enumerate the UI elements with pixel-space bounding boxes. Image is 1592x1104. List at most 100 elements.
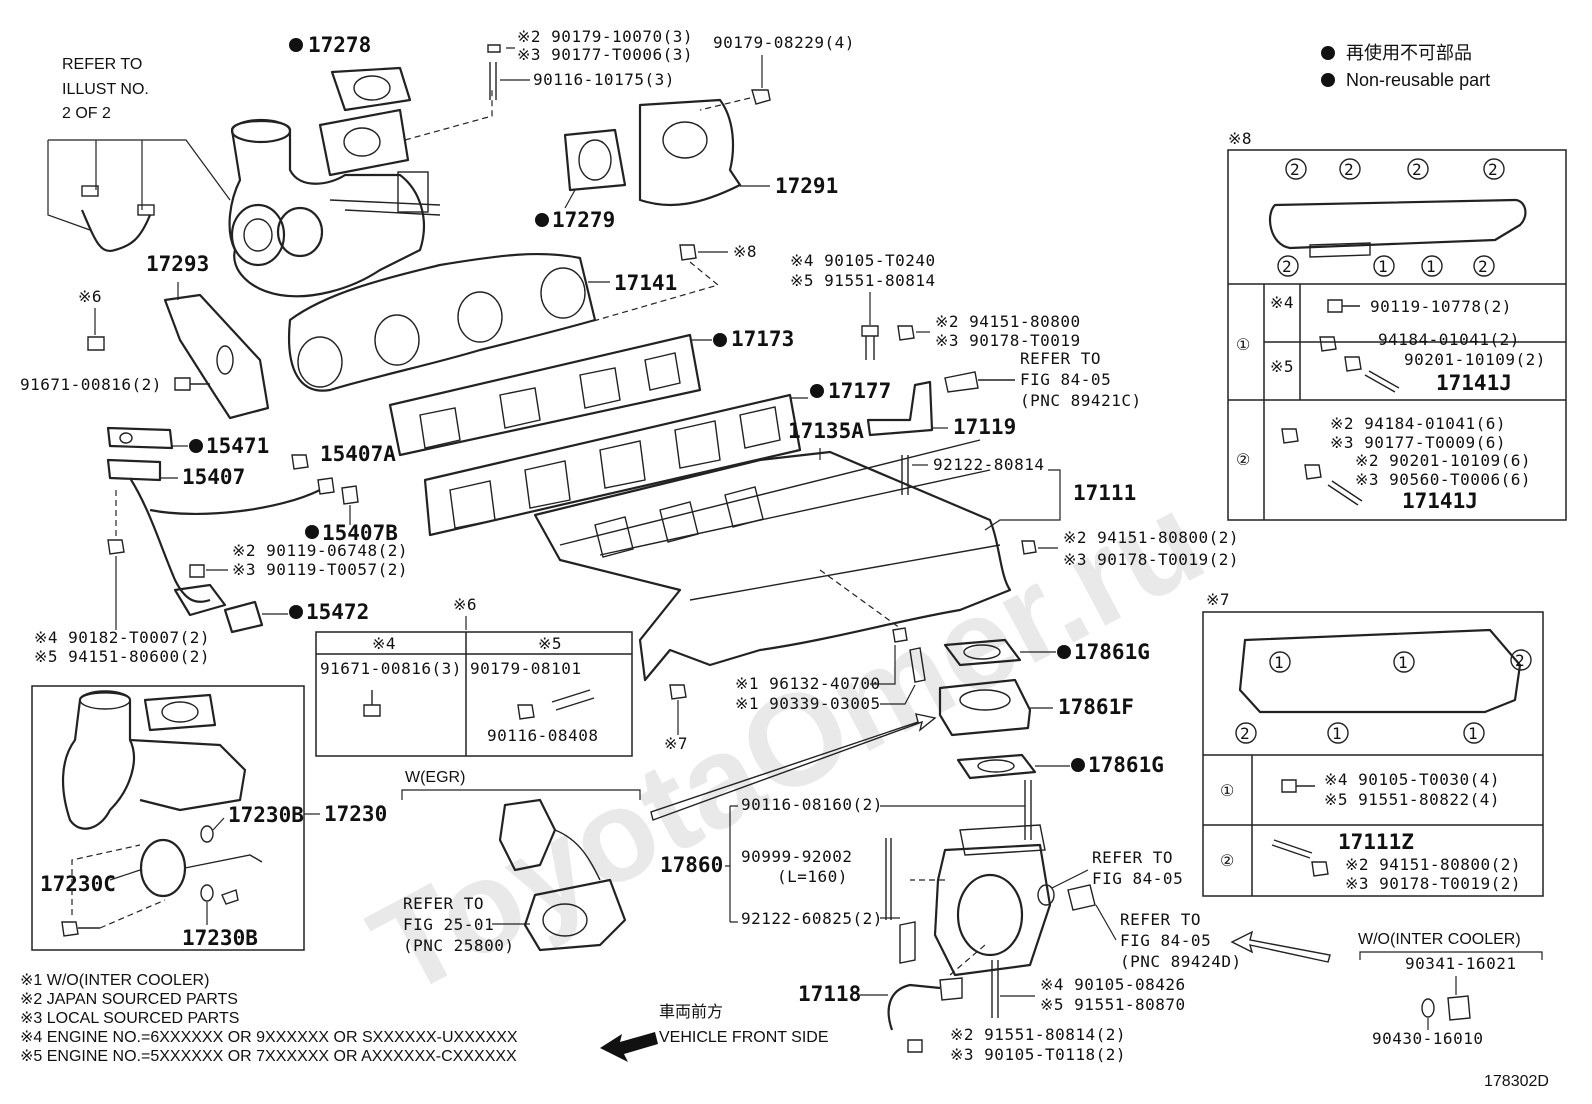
nonreusable-dot-icon	[289, 605, 303, 619]
box8-manifold	[1268, 198, 1527, 250]
bolt-icon	[363, 690, 381, 717]
refer-84d: FIG 84-05	[1120, 931, 1211, 950]
arrow-woic-icon	[1230, 930, 1331, 963]
leader	[725, 805, 738, 923]
part-17279-label: 17279	[552, 208, 615, 232]
gasket-hole	[578, 139, 612, 181]
actuator-rod	[184, 854, 263, 869]
bolt-icon	[291, 454, 309, 470]
label-t14a: ※1 96132-40700	[735, 674, 881, 693]
box7-row2a: 17111Z	[1338, 830, 1414, 854]
bolt-icon	[1327, 299, 1360, 313]
box8-row2-mark: ②	[1236, 450, 1251, 469]
leader	[212, 817, 225, 831]
elbow-17291	[638, 98, 742, 207]
bolt-icon	[991, 960, 999, 1018]
leader-dash	[71, 844, 166, 929]
part-17861G-bottom-label: 17861G	[1088, 753, 1164, 777]
table6-c2b: 90116-08408	[487, 726, 598, 745]
label-t6: 91671-00816(2)	[20, 375, 162, 394]
nut-icon	[1344, 356, 1362, 372]
svg-text:2: 2	[1290, 160, 1300, 179]
wegr-bracket	[401, 789, 641, 800]
turbo-box	[31, 685, 305, 951]
label-t9c: (PNC 89421C)	[1020, 391, 1142, 410]
box7-tag: ※7	[1206, 590, 1230, 609]
stud-icon	[1327, 480, 1363, 506]
pipe-icon	[909, 647, 926, 683]
part-17230B-bottom-label: 17230B	[182, 926, 258, 950]
turbo-outlet	[143, 693, 217, 732]
box7-row1b: ※5 91551-80822(4)	[1324, 790, 1500, 809]
throttle-bore	[956, 873, 1024, 957]
nonreusable-dot-icon	[305, 525, 319, 539]
stud-icon	[1271, 839, 1313, 859]
label-t5: ※6	[78, 287, 102, 306]
leader	[1051, 869, 1089, 889]
svg-text:1: 1	[1426, 257, 1436, 276]
turbocharger-drawing	[228, 108, 441, 298]
part-17278-label: 17278	[308, 33, 371, 57]
bolt-icon	[907, 1039, 923, 1053]
part-15407B-label: 15407B	[322, 521, 398, 545]
gasket-hole	[119, 432, 133, 444]
nut-icon	[1304, 464, 1322, 480]
label-t16: ※6	[453, 595, 477, 614]
box8-row1a: 90119-10778(2)	[1370, 297, 1512, 316]
leader-dash	[819, 569, 901, 629]
label-t4: ※8	[733, 242, 757, 261]
figure-id: 178302D	[1484, 1073, 1549, 1090]
refer-84c: REFER TO	[1120, 910, 1201, 929]
bracket-slot	[216, 345, 234, 375]
egr-body	[523, 878, 627, 952]
gasket-ports	[449, 406, 781, 529]
box8-row1b2: 90201-10109(2)	[1404, 350, 1546, 369]
svg-text:1: 1	[1332, 724, 1342, 743]
gasket-17861G-bottom	[956, 753, 1037, 780]
part-17135A-label: 17135A	[788, 419, 864, 443]
leader	[870, 645, 916, 705]
legend-jp: 再使用不可部品	[1346, 43, 1472, 63]
gasket-17279	[563, 128, 627, 192]
box7-row1-mark: ①	[1220, 781, 1235, 800]
refer-25a: REFER TO	[403, 894, 484, 913]
footnote-4: ※4 ENGINE NO.=6XXXXXX OR 9XXXXXX OR SXXX…	[20, 1029, 518, 1046]
bolt-icon	[1281, 779, 1315, 793]
label-t13a: ※4 90182-T0007(2)	[34, 628, 210, 647]
part-17291-label: 17291	[775, 174, 838, 198]
part-17118-label: 17118	[798, 982, 861, 1006]
clip-icon	[200, 884, 214, 902]
label-t20b: ※5 91551-80870	[1040, 995, 1186, 1014]
part-17230B-top-label: 17230B	[228, 803, 304, 827]
label-t2: 90116-10175(3)	[533, 70, 675, 89]
pipe-fitting	[939, 977, 963, 1001]
manifold-17141	[288, 252, 597, 392]
gasket-17173	[388, 333, 702, 457]
clip-part	[137, 204, 155, 216]
leader-dash	[404, 90, 493, 141]
turbo-body	[129, 738, 247, 812]
turbo-housing	[62, 691, 135, 830]
bolt-icon	[87, 336, 105, 351]
legend-dot-icon	[1321, 73, 1335, 87]
gasket-icon	[1421, 998, 1435, 1018]
box7-row2-mark: ②	[1220, 851, 1235, 870]
bolt-icon	[61, 921, 100, 937]
nut-icon	[487, 44, 501, 53]
table6-c2a: 90179-08101	[470, 659, 581, 678]
manifold-port	[374, 314, 420, 366]
refer-bracket	[47, 139, 231, 231]
elbow-port	[662, 121, 708, 159]
nonreusable-dot-icon	[1057, 645, 1071, 659]
box7-manifold	[1238, 628, 1522, 714]
leader	[109, 869, 141, 881]
stud-icon	[901, 455, 909, 495]
label-t20a: ※4 90105-08426	[1040, 975, 1186, 994]
stud-icon	[899, 921, 916, 964]
manifold-port	[540, 267, 586, 319]
nut-icon	[1311, 861, 1329, 877]
part-17293-label: 17293	[146, 252, 209, 276]
label-t8a: ※2 94151-80800	[935, 312, 1081, 331]
bolt-icon	[861, 325, 879, 360]
